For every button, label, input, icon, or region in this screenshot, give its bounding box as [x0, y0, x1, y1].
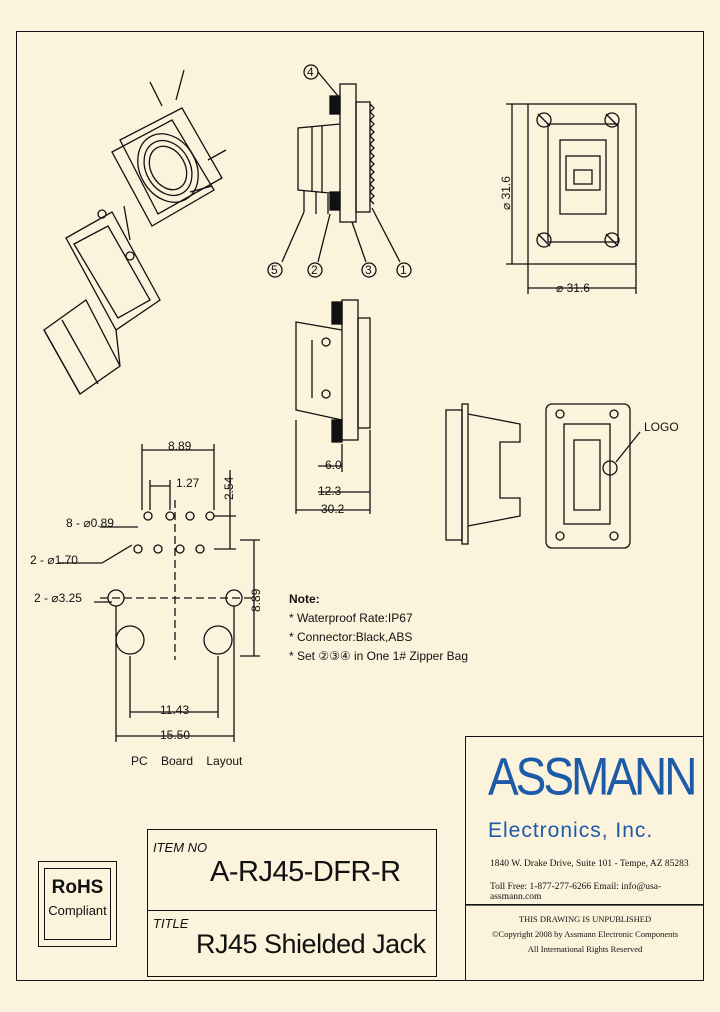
logo-label: LOGO: [644, 420, 679, 434]
callout-4: 4: [307, 65, 314, 79]
title-value: RJ45 Shielded Jack: [196, 929, 426, 959]
pcb-hole-label-325: 2 - ⌀3.25: [34, 591, 82, 605]
callout-2: 2: [311, 263, 318, 277]
note-item: * Connector:Black,ABS: [289, 630, 413, 644]
pcb-dim-254: 2.54: [222, 476, 236, 500]
section-dim-6: 6.0: [325, 458, 342, 472]
item-no-label: ITEM NO: [153, 840, 208, 855]
notes-block: Note: * Waterproof Rate:IP67 * Connector…: [289, 590, 468, 666]
drawing-sheet-border: [16, 31, 704, 981]
copyright-line-2: ©Copyright 2008 by Assmann Electronic Co…: [491, 929, 679, 939]
company-block: ASSMANN Electronics, Inc. 1840 W. Drake …: [465, 736, 704, 981]
callout-5: 5: [271, 263, 278, 277]
item-no-value: A-RJ45-DFR-R: [210, 856, 401, 888]
front-dim-height-value: 31.6: [499, 176, 513, 200]
company-contact: Toll Free: 1-877-277-6266 Email: info@us…: [490, 882, 662, 902]
pcb-dim-889-top: 8.89: [168, 439, 192, 453]
rohs-subtitle: Compliant: [48, 903, 107, 918]
dia-symbol-2: ⌀: [556, 281, 564, 295]
callout-3: 3: [365, 263, 372, 277]
company-logo: ASSMANN: [488, 746, 697, 806]
note-item: * Set ②③④ in One 1# Zipper Bag: [289, 649, 469, 663]
pcb-dim-1550: 15.50: [160, 728, 191, 742]
section-dim-12: 12.3: [318, 484, 342, 498]
side-view: [267, 64, 412, 278]
front-dim-height: ⌀ 31.6: [499, 176, 513, 210]
copyright-line-1: THIS DRAWING IS UNPUBLISHED: [518, 914, 652, 924]
copyright-box: THIS DRAWING IS UNPUBLISHED ©Copyright 2…: [466, 904, 704, 983]
item-no-row: ITEM NO A-RJ45-DFR-R: [148, 830, 436, 911]
rohs-badge: RoHS Compliant: [38, 861, 117, 947]
front-dim-width-value: 31.6: [566, 281, 590, 295]
notes-heading: Note:: [289, 592, 320, 606]
copyright-line-3: All International Rights Reserved: [527, 944, 643, 954]
pcb-hole-label-089: 8 - ⌀0.89: [66, 516, 114, 530]
pcb-dim-127: 1.27: [176, 476, 200, 490]
pcb-layout: [58, 444, 260, 742]
pcb-hole-label-170: 2 - ⌀1.70: [30, 553, 78, 567]
front-dim-width: ⌀ 31.6: [556, 281, 590, 295]
section-view: [295, 299, 371, 514]
pcb-dim-889-right: 8.89: [249, 588, 263, 612]
title-row: TITLE RJ45 Shielded Jack: [148, 911, 436, 976]
company-subname: Electronics, Inc.: [488, 819, 654, 842]
rear-view: [445, 403, 641, 549]
pcb-caption: PC Board Layout: [131, 754, 243, 768]
dia-symbol: ⌀: [499, 202, 513, 210]
rohs-title: RoHS: [51, 877, 104, 898]
rohs-badge-inner: RoHS Compliant: [44, 868, 111, 940]
front-view: [506, 103, 637, 294]
pcb-dim-1143: 11.43: [160, 703, 190, 717]
perspective-view: [43, 69, 227, 395]
note-item: * Waterproof Rate:IP67: [289, 611, 413, 625]
title-block: ITEM NO A-RJ45-DFR-R TITLE RJ45 Shielded…: [147, 829, 437, 977]
title-label: TITLE: [153, 916, 189, 931]
section-dim-30: 30.2: [321, 502, 345, 516]
company-address: 1840 W. Drake Drive, Suite 101 - Tempe, …: [490, 859, 689, 869]
callout-1: 1: [400, 263, 407, 277]
